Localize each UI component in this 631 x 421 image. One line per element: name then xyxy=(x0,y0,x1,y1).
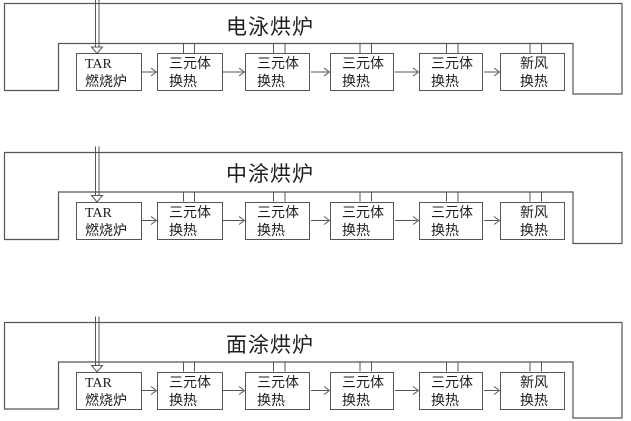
box-label-line: TAR xyxy=(85,57,112,72)
box-label-line: 三元体 xyxy=(169,205,211,221)
tar-burner-box: TAR 燃烧炉 xyxy=(76,53,142,91)
box-label-line: 三元体 xyxy=(431,205,473,221)
section-3-duct-outline xyxy=(3,321,623,419)
box-label-line: 换热 xyxy=(431,223,459,239)
section-1-duct-outline xyxy=(3,2,623,95)
box-label-line: 三元体 xyxy=(342,205,384,221)
ternary-hx-box-1: 三元体 换热 xyxy=(157,201,223,240)
box-label-line: 新风 xyxy=(520,375,548,391)
box-label-line: 换热 xyxy=(342,75,370,90)
ternary-hx-box-3: 三元体 换热 xyxy=(330,53,394,91)
ternary-hx-box-1: 三元体 换热 xyxy=(157,371,223,410)
ternary-hx-box-4: 三元体 换热 xyxy=(419,201,483,240)
section-title-electrophoresis-oven: 电泳烘炉 xyxy=(226,15,314,39)
fresh-air-hx-box: 新风 换热 xyxy=(500,371,565,410)
box-label-line: 燃烧炉 xyxy=(85,75,127,90)
box-label-line: 三元体 xyxy=(342,375,384,391)
ternary-hx-box-2: 三元体 换热 xyxy=(245,371,310,410)
ternary-hx-box-4: 三元体 换热 xyxy=(419,371,483,410)
ternary-hx-box-4: 三元体 换热 xyxy=(419,53,483,91)
box-label-line: 换热 xyxy=(520,75,548,90)
box-label-line: TAR xyxy=(85,375,112,391)
ternary-hx-box-2: 三元体 换热 xyxy=(245,53,310,91)
box-label-line: TAR xyxy=(85,205,112,221)
box-label-line: 换热 xyxy=(520,393,548,409)
box-label-line: 三元体 xyxy=(431,57,473,72)
tar-burner-box: TAR 燃烧炉 xyxy=(76,371,142,410)
box-label-line: 燃烧炉 xyxy=(85,223,127,239)
box-label-line: 换热 xyxy=(342,223,370,239)
box-label-line: 燃烧炉 xyxy=(85,393,127,409)
box-label-line: 换热 xyxy=(431,75,459,90)
section-title-midcoat-oven: 中涂烘炉 xyxy=(226,162,314,186)
fresh-air-hx-box: 新风 换热 xyxy=(500,201,565,240)
ternary-hx-box-3: 三元体 换热 xyxy=(330,201,394,240)
section-1-feed-pipe xyxy=(91,0,103,54)
box-label-line: 换热 xyxy=(257,393,285,409)
box-label-line: 换热 xyxy=(520,223,548,239)
box-label-line: 换热 xyxy=(169,223,197,239)
section-title-topcoat-oven: 面涂烘炉 xyxy=(226,333,314,357)
section-2-feed-pipe xyxy=(91,146,103,203)
box-label-line: 换热 xyxy=(257,223,285,239)
box-label-line: 新风 xyxy=(520,205,548,221)
box-label-line: 三元体 xyxy=(169,375,211,391)
box-label-line: 换热 xyxy=(431,393,459,409)
box-label-line: 三元体 xyxy=(257,375,299,391)
box-label-line: 新风 xyxy=(520,57,548,72)
box-label-line: 换热 xyxy=(342,393,370,409)
box-label-line: 三元体 xyxy=(257,57,299,72)
section-2-duct-outline xyxy=(3,151,623,245)
box-label-line: 三元体 xyxy=(431,375,473,391)
box-label-line: 三元体 xyxy=(342,57,384,72)
ternary-hx-box-2: 三元体 换热 xyxy=(245,201,310,240)
box-label-line: 换热 xyxy=(169,393,197,409)
box-label-line: 换热 xyxy=(257,75,285,90)
ternary-hx-box-3: 三元体 换热 xyxy=(330,371,394,410)
box-label-line: 三元体 xyxy=(257,205,299,221)
section-3-feed-pipe xyxy=(91,316,103,373)
box-label-line: 三元体 xyxy=(169,57,211,72)
fresh-air-hx-box: 新风 换热 xyxy=(500,53,565,91)
box-label-line: 换热 xyxy=(169,75,197,90)
ternary-hx-box-1: 三元体 换热 xyxy=(157,53,223,91)
tar-burner-box: TAR 燃烧炉 xyxy=(76,201,142,240)
